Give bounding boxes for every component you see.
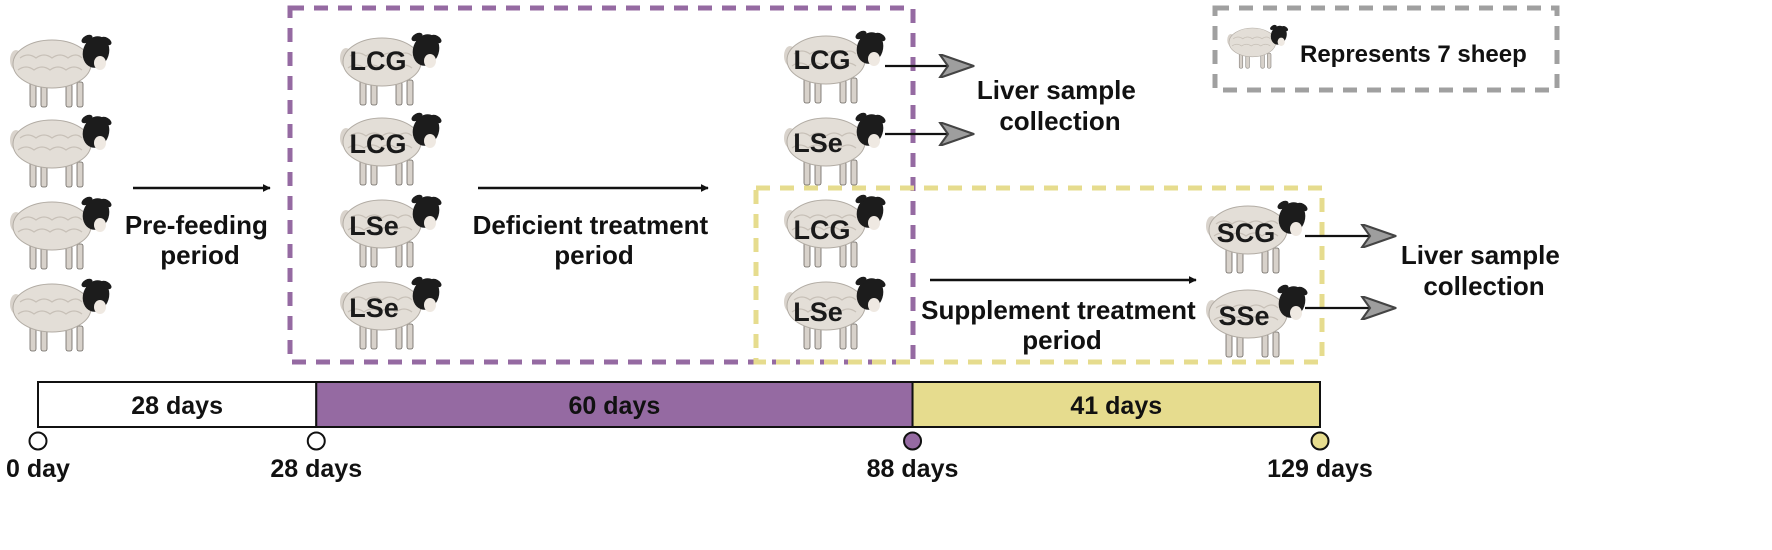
timeline-mark-label: 129 days xyxy=(1267,455,1373,483)
deficient-collection-label: Liver sample collection xyxy=(977,75,1143,136)
timeline-segment xyxy=(911,381,1322,428)
group-label-lcg: LCG xyxy=(350,129,407,159)
deficient-period-label: Deficient treatment period xyxy=(473,210,716,270)
timeline-node-icon xyxy=(306,431,326,451)
deficient-collection-line-1: Liver sample xyxy=(977,75,1136,105)
prefeeding-line-1: Pre-feeding xyxy=(125,210,268,240)
legend-box xyxy=(1212,5,1560,93)
group-label-sse: SSe xyxy=(1218,301,1269,331)
group-label-scg: SCG xyxy=(1217,218,1276,248)
sheep-icon xyxy=(9,32,114,108)
sheep-icon xyxy=(9,194,114,270)
deficient-collection-line-2: collection xyxy=(999,106,1120,136)
supplement-line-1: Supplement treatment xyxy=(921,295,1196,325)
supplement-period-box xyxy=(753,185,1325,365)
supplement-period-label: Supplement treatment period xyxy=(921,295,1203,355)
group-label-lse: LSe xyxy=(793,297,843,327)
group-label-lcg: LCG xyxy=(350,46,407,76)
timeline-segment-label: 41 days xyxy=(1070,392,1162,420)
timeline: 28 days 60 days 41 days 0 day 28 days 88 days… xyxy=(6,381,1373,483)
prefeeding-period-label: Pre-feeding period xyxy=(125,210,275,270)
timeline-segment xyxy=(37,381,318,428)
sheep-icon xyxy=(1226,23,1290,69)
deficient-line-1: Deficient treatment xyxy=(473,210,709,240)
timeline-segment-label: 60 days xyxy=(569,392,661,420)
timeline-segment-label: 28 days xyxy=(131,392,223,420)
supplement-collection-line-1: Liver sample xyxy=(1401,240,1560,270)
timeline-mark-label: 28 days xyxy=(270,455,362,483)
deficient-line-2: period xyxy=(554,240,633,270)
timeline-node-icon xyxy=(1310,431,1330,451)
sheep-icon xyxy=(9,112,114,188)
group-label-lcg: LCG xyxy=(794,215,851,245)
group-label-lse: LSe xyxy=(349,211,399,241)
group-label-lcg: LCG xyxy=(794,45,851,75)
supplement-line-2: period xyxy=(1022,325,1101,355)
prefeeding-line-2: period xyxy=(160,240,239,270)
deficient-period-box xyxy=(287,5,916,365)
timeline-node-icon xyxy=(28,431,48,451)
legend-text: Represents 7 sheep xyxy=(1300,41,1527,68)
group-label-lse: LSe xyxy=(793,128,843,158)
supplement-collection-label: Liver sample collection xyxy=(1401,240,1567,301)
group-label-lse: LSe xyxy=(349,293,399,323)
supplement-collection-line-2: collection xyxy=(1423,271,1544,301)
timeline-mark-label: 0 day xyxy=(6,455,70,483)
sheep-icon xyxy=(9,276,114,352)
timeline-mark-label: 88 days xyxy=(867,455,959,483)
timeline-node-icon xyxy=(903,431,923,451)
